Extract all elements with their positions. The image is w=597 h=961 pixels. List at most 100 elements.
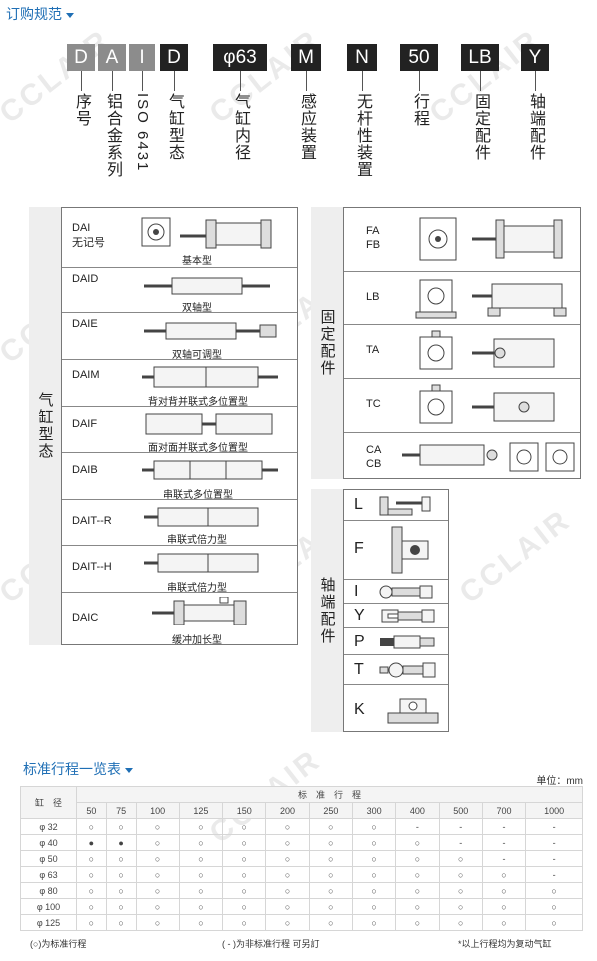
code-box-nonrot: N [347, 44, 377, 71]
cylinder-type-row: DAIC 缓冲加长型 [62, 592, 297, 646]
cylinder-type-row: DAIT--H 串联式倍力型 [62, 545, 297, 594]
code-box-stroke: 50 [400, 44, 438, 71]
stroke-availability-cell: ○ [265, 866, 310, 883]
bore-cell: φ 125 [20, 914, 77, 931]
type-caption: 缓冲加长型 [172, 635, 222, 646]
mounting-row: CA CB [344, 432, 580, 480]
rod-end-code: I [354, 583, 359, 600]
cylinder-type-row: DAIB 串联式多位置型 [62, 452, 297, 501]
leader-line [174, 71, 175, 91]
foot-mount-drawing [415, 279, 567, 319]
code-box-sensor: M [291, 44, 321, 71]
type-code: DAIC [72, 612, 99, 624]
type-caption: 双轴型 [182, 303, 212, 314]
caret-down-icon [66, 12, 74, 18]
stroke-availability-cell: ○ [76, 850, 107, 867]
stroke-availability-cell: ○ [395, 898, 440, 915]
cylinder-adjustable-drawing [144, 322, 277, 340]
table-row: φ 32○○○○○○○○---- [20, 818, 583, 835]
rod-end-row: F [344, 520, 448, 579]
stroke-availability-cell: ○ [481, 898, 527, 915]
rod-end-row: P [344, 627, 448, 654]
stroke-availability-cell: ○ [395, 834, 440, 851]
cylinder-type-band-label: 气缸型态 [36, 392, 54, 460]
bore-cell: φ 50 [20, 850, 77, 867]
code-box-mount: LB [461, 44, 499, 71]
type-caption: 基本型 [182, 256, 212, 267]
stroke-availability-cell: ○ [265, 834, 310, 851]
stroke-availability-cell: ○ [351, 866, 397, 883]
table-row: φ 125○○○○○○○○○○○○ [20, 914, 583, 931]
trunnion-center-drawing [419, 384, 555, 424]
cylinder-basic-drawing [141, 217, 272, 249]
label-series: 铝合金系列 [104, 93, 121, 178]
stroke-availability-cell: ○ [308, 898, 353, 915]
rod-end-code: P [354, 633, 365, 650]
mounting-band: 固定配件 [311, 207, 343, 479]
clevis-mount-drawing [402, 442, 575, 472]
stroke-table-title: 标准行程一览表 [23, 759, 133, 779]
rod-end-i-drawing [379, 585, 433, 599]
mounting-panel: FA FB LB TA TC CA CB [343, 207, 581, 479]
stroke-availability-cell: ○ [525, 898, 583, 915]
stroke-value-header: 300 [351, 802, 397, 819]
stroke-availability-cell: - [525, 850, 583, 867]
rod-end-band-label: 轴端配件 [318, 576, 336, 645]
bore-cell: φ 63 [20, 866, 77, 883]
mount-code: CA [366, 444, 382, 456]
rod-end-row: K [344, 684, 448, 733]
rod-end-panel: L F I Y P T K [343, 489, 449, 732]
cylinder-type-row: DAIM 背对背并联式多位置型 [62, 359, 297, 408]
stroke-availability-cell: ○ [265, 914, 310, 931]
type-code: DAIF [72, 418, 98, 430]
leader-line [112, 71, 113, 91]
stroke-availability-cell: ○ [76, 914, 107, 931]
stroke-availability-cell: ○ [395, 850, 440, 867]
stroke-availability-cell: ○ [481, 866, 527, 883]
cylinder-type-row: DAI 无记号 基本型 [62, 208, 297, 267]
type-code: DAI [72, 222, 91, 234]
stroke-availability-cell: ● [105, 834, 137, 851]
rod-end-row: I [344, 579, 448, 603]
stroke-availability-cell: - [525, 834, 583, 851]
mounting-band-label: 固定配件 [318, 309, 336, 377]
cylinder-tandem-force-h-drawing [144, 553, 259, 573]
stroke-availability-cell: ○ [351, 882, 397, 899]
cylinder-tandem-multi-drawing [142, 460, 278, 480]
stroke-availability-cell: ○ [135, 882, 180, 899]
table-row: φ 63○○○○○○○○○○○- [20, 866, 583, 883]
mount-code: LB [366, 291, 380, 303]
stroke-availability-cell: ○ [308, 866, 353, 883]
stroke-availability-cell: ○ [222, 850, 267, 867]
caret-down-icon [125, 767, 133, 773]
stroke-availability-cell: ○ [105, 850, 137, 867]
stroke-availability-cell: ○ [265, 898, 310, 915]
mount-code: TC [366, 398, 381, 410]
stroke-availability-cell: ○ [265, 882, 310, 899]
rod-end-t-drawing [379, 662, 436, 678]
mounting-row: TC [344, 378, 580, 432]
type-code: DAIB [72, 464, 98, 476]
mount-code: TA [366, 344, 380, 356]
stroke-availability-cell: ○ [525, 914, 583, 931]
label-nonrot: 无杆性装置 [354, 93, 371, 178]
watermark: CCLAIR [453, 503, 578, 611]
bore-cell: φ 32 [20, 818, 77, 835]
cylinder-type-band: 气缸型态 [29, 207, 61, 645]
label-mount: 固定配件 [472, 93, 489, 161]
note-standard: (○)为标准行程 [30, 939, 87, 949]
stroke-availability-cell: ○ [265, 850, 310, 867]
type-sub: 无记号 [72, 237, 105, 249]
mount-code-2: CB [366, 458, 382, 470]
flange-mount-drawing [419, 217, 563, 261]
code-box-type: D [160, 44, 188, 71]
label-seq: 序号 [73, 93, 90, 127]
order-spec-title: 订购规范 [6, 4, 74, 24]
bore-cell: φ 80 [20, 882, 77, 899]
leader-line [81, 71, 82, 91]
stroke-availability-cell: ○ [395, 882, 440, 899]
mounting-row: LB [344, 271, 580, 324]
stroke-availability-cell: ○ [222, 834, 267, 851]
label-type: 气缸型态 [166, 93, 183, 161]
